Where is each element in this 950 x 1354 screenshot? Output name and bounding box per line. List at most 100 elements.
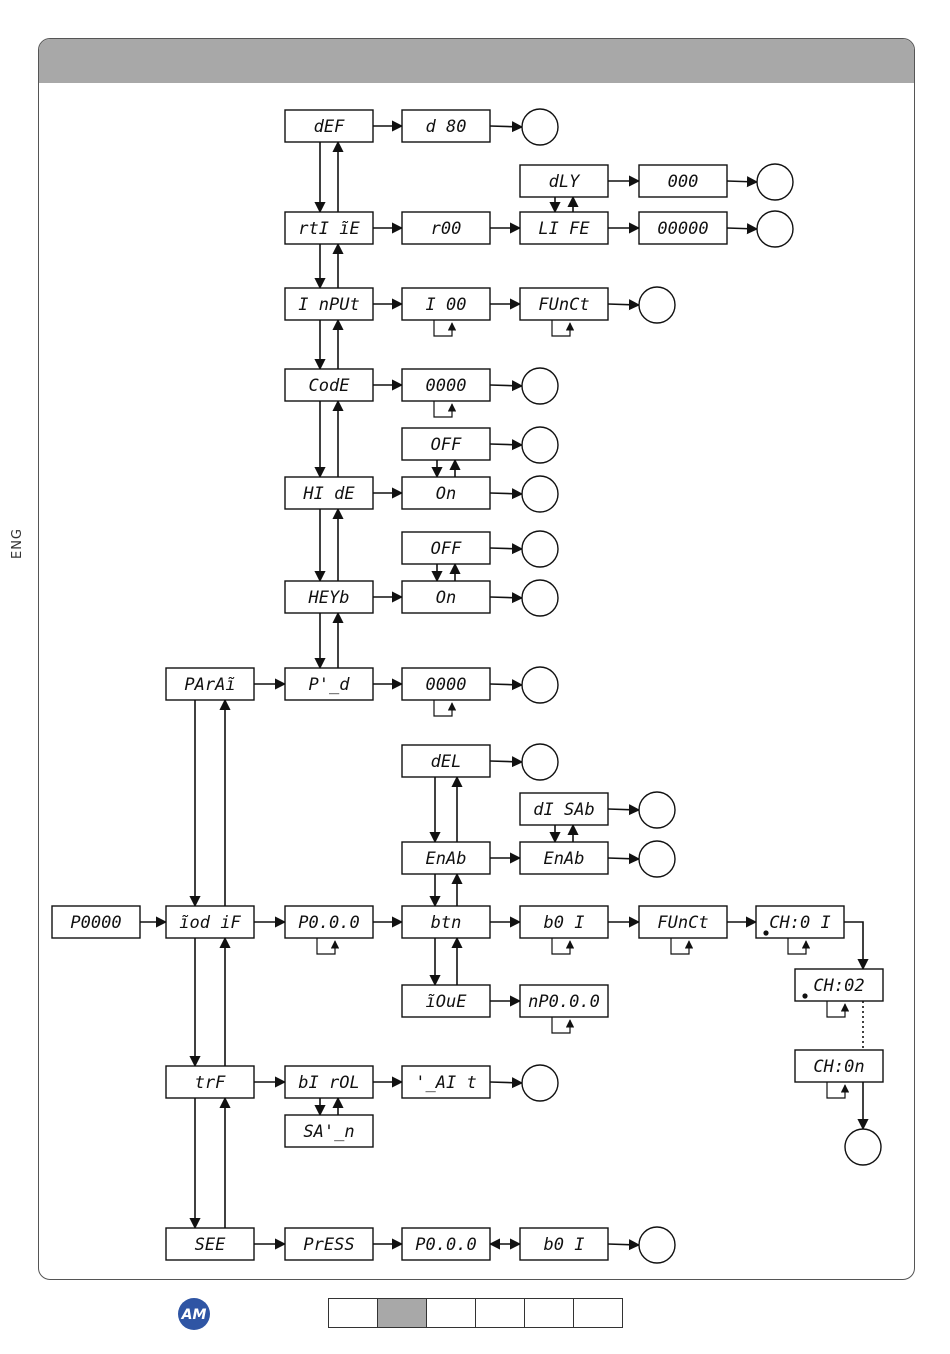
node-label-keyb: HEYb xyxy=(308,588,350,608)
end-circle-koff-end xyxy=(522,531,558,567)
node-label-np000: nP0.0.0 xyxy=(528,992,600,1012)
node-p000b: P0.0.0 xyxy=(402,1228,490,1260)
node-ch01: CH:0 I xyxy=(756,906,844,938)
loop-arrow-funct1 xyxy=(552,320,570,336)
node-label-funct1: FUnCt xyxy=(538,295,589,315)
end-circle-dly-end xyxy=(757,164,793,200)
node-label-btn: btn xyxy=(431,913,462,933)
loop-arrow-p000a xyxy=(317,938,335,954)
node-b01b: b0 I xyxy=(520,1228,608,1260)
node-wait: '̲AI t xyxy=(402,1066,490,1098)
node-label-dly: dLY xyxy=(549,172,581,192)
node-code: CodE xyxy=(285,369,373,401)
logo-text: AM xyxy=(181,1307,207,1323)
dot-ch02 xyxy=(802,993,807,998)
node-pwd0: 0000 xyxy=(402,668,490,700)
flow-arrow-24 xyxy=(608,809,639,810)
node-koff: OFF xyxy=(402,532,490,564)
node-enab2: EnAb xyxy=(520,842,608,874)
node-label-move: ĩOuE xyxy=(426,992,468,1012)
node-b01a: b0 I xyxy=(520,906,608,938)
page-cell-2 xyxy=(378,1299,427,1327)
flow-arrow-23 xyxy=(490,761,522,762)
end-circle-pwd-end xyxy=(522,667,558,703)
am-logo: AM xyxy=(176,1296,212,1332)
node-label-p000b: P0.0.0 xyxy=(415,1235,476,1255)
node-label-param: PArAĩ xyxy=(184,675,235,695)
node-press: PrESS xyxy=(285,1228,373,1260)
node-r00: r00 xyxy=(402,212,490,244)
node-hide: HI dE xyxy=(285,477,373,509)
end-circle-hon-end xyxy=(522,476,558,512)
node-btn: btn xyxy=(402,906,490,938)
node-enab1: EnAb xyxy=(402,842,490,874)
end-circle-see-end xyxy=(639,1227,675,1263)
node-save: SA'̲n xyxy=(285,1115,373,1147)
node-modif: ĩod iF xyxy=(166,906,254,938)
flow-arrow-22 xyxy=(490,684,522,685)
end-circle-disab-end xyxy=(639,792,675,828)
node-label-code: CodE xyxy=(309,376,351,396)
node-label-modif: ĩod iF xyxy=(179,913,241,933)
node-label-input: I nPUt xyxy=(298,295,359,315)
node-label-press: PrESS xyxy=(303,1235,354,1255)
flow-arrow-4 xyxy=(727,181,757,182)
page-cell-5 xyxy=(525,1299,574,1327)
node-label-birol: bI rOL xyxy=(298,1073,359,1093)
flow-arrow-16 xyxy=(490,493,522,494)
end-circle-funct1-end xyxy=(639,287,675,323)
end-circle-wait-end xyxy=(522,1065,558,1101)
node-life: LI FE xyxy=(520,212,608,244)
node-label-ch0n: CH:0n xyxy=(813,1057,864,1077)
node-label-pwd0: 0000 xyxy=(426,675,467,695)
flow-arrow-36 xyxy=(490,1082,522,1083)
node-funct1: FUnCt xyxy=(520,288,608,320)
loop-arrow-ch02 xyxy=(827,1001,845,1017)
node-i00: I 00 xyxy=(402,288,490,320)
node-label-trf: trF xyxy=(195,1073,226,1093)
flow-arrow-2 xyxy=(490,126,522,127)
node-label-ch02: CH:02 xyxy=(813,976,864,996)
node-ch0n: CH:0n xyxy=(795,1050,883,1082)
loop-arrow-funct2 xyxy=(671,938,689,954)
node-def: dEF xyxy=(285,110,373,142)
node-funct2: FUnCt xyxy=(639,906,727,938)
end-circle-hoff-end xyxy=(522,427,558,463)
node-p000a: P0.0.0 xyxy=(285,906,373,938)
node-label-d000: 000 xyxy=(668,172,699,192)
loop-arrow-i00 xyxy=(434,320,452,336)
flow-arrow-8 xyxy=(727,228,757,229)
node-p0000: P0000 xyxy=(52,906,140,938)
node-life0: 00000 xyxy=(639,212,727,244)
end-circle-def-end xyxy=(522,109,558,145)
node-np000: nP0.0.0 xyxy=(520,985,608,1017)
page-cell-1 xyxy=(329,1299,378,1327)
flow-arrow-14 xyxy=(490,444,522,445)
page-cell-6 xyxy=(574,1299,622,1327)
node-label-r00: r00 xyxy=(431,219,462,239)
node-param: PArAĩ xyxy=(166,668,254,700)
ch01-to-ch02-arrow xyxy=(844,922,863,969)
node-kon: On xyxy=(402,581,490,613)
node-label-wait: '̲AI t xyxy=(415,1073,476,1093)
node-label-funct2: FUnCt xyxy=(657,913,708,933)
node-pwd: P'̲d xyxy=(285,668,373,700)
node-label-save: SA'̲n xyxy=(303,1122,354,1142)
end-circle-life-end xyxy=(757,211,793,247)
node-ch02: CH:02 xyxy=(795,969,883,1001)
flow-arrow-17 xyxy=(490,548,522,549)
node-label-p000a: P0.0.0 xyxy=(298,913,359,933)
flow-arrow-13 xyxy=(490,385,522,386)
node-label-see: SEE xyxy=(195,1235,226,1255)
node-label-code0: 0000 xyxy=(426,376,467,396)
node-d000: 000 xyxy=(639,165,727,197)
flow-arrow-26 xyxy=(608,858,639,859)
node-rtime: rtI ĩE xyxy=(285,212,373,244)
flow-arrow-19 xyxy=(490,597,522,598)
loop-arrow-pwd0 xyxy=(434,700,452,716)
node-label-def: dEF xyxy=(314,117,345,137)
node-label-life0: 00000 xyxy=(657,219,708,239)
page-indicator xyxy=(328,1298,623,1328)
page-cell-3 xyxy=(427,1299,476,1327)
node-label-kon: On xyxy=(436,588,456,608)
